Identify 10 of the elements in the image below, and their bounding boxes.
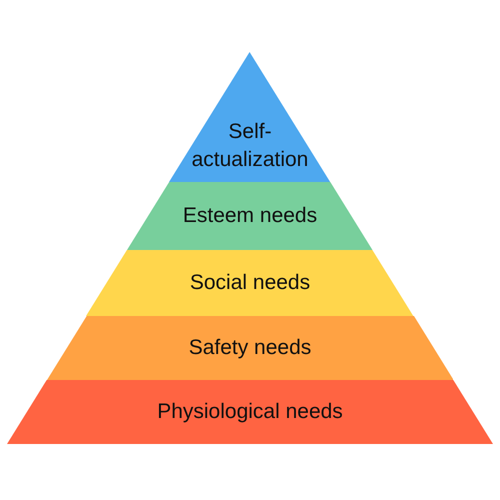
- tier-label: Safety needs: [188, 334, 312, 361]
- pyramid-tier: [127, 182, 373, 250]
- pyramid-tier: [46, 316, 454, 380]
- pyramid-tier: [7, 380, 493, 444]
- tier-label: Self-actualization: [190, 118, 310, 173]
- tier-label: Social needs: [190, 270, 310, 296]
- tier-label: Esteem needs: [182, 202, 318, 229]
- pyramid-apex: [169, 52, 331, 182]
- pyramid-tier: [86, 250, 414, 316]
- tier-label: Physiological needs: [157, 398, 343, 425]
